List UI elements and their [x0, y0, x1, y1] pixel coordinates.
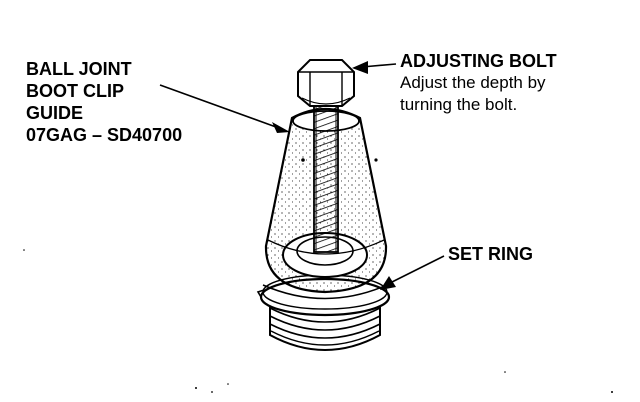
tool-part-number: 07GAG – SD40700	[26, 125, 183, 145]
adjusting-bolt-head	[297, 59, 355, 107]
adjusting-bolt-note-line-2: turning the bolt.	[400, 95, 518, 114]
tool-name-line-3: GUIDE	[26, 103, 84, 123]
adjusting-bolt-shaft	[313, 91, 339, 253]
tool-name-label: BALL JOINT BOOT CLIP GUIDE 07GAG – SD407…	[26, 58, 182, 146]
ring-leader-arrowhead	[380, 276, 396, 290]
tool-leader-line	[159, 84, 277, 128]
set-ring-label: SET RING	[448, 244, 534, 264]
tool-leader-arrowhead	[272, 122, 290, 133]
scan-specks	[23, 249, 613, 393]
adjusting-bolt-note-line-1: Adjust the depth by	[400, 73, 546, 92]
tool-name-line-1: BALL JOINT	[26, 59, 132, 79]
bolt-leader-arrowhead	[352, 61, 368, 74]
adjusting-bolt-callout: ADJUSTING BOLT Adjust the depth by turni…	[400, 50, 557, 116]
ring-leader-line	[389, 255, 445, 284]
leader-lines	[159, 61, 445, 290]
tool-name-line-2: BOOT CLIP	[26, 81, 124, 101]
adjusting-bolt-title: ADJUSTING BOLT	[400, 51, 557, 71]
